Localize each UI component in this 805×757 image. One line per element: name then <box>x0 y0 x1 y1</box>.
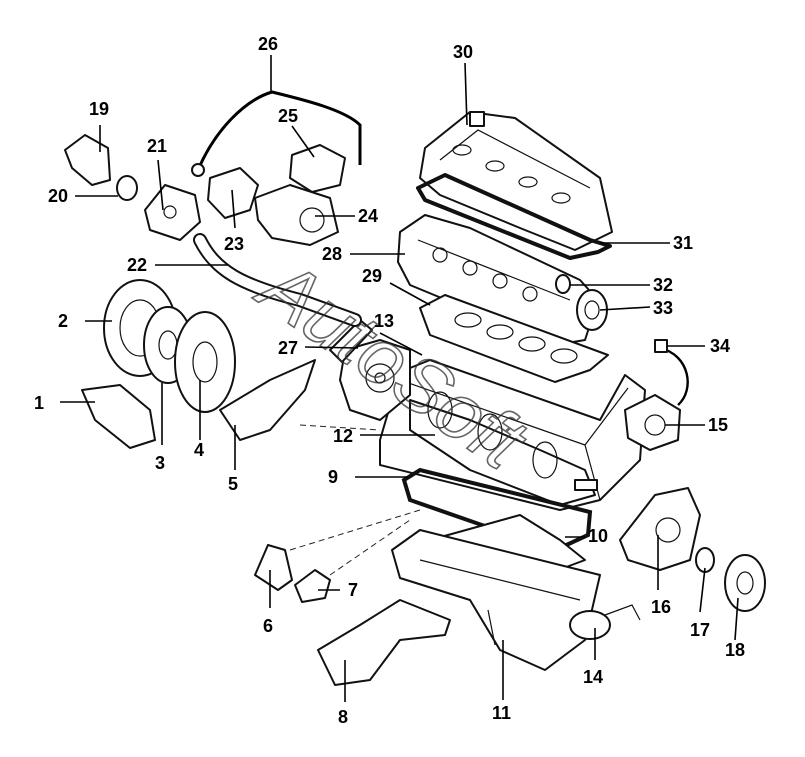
callout-30: 30 <box>453 42 473 62</box>
assembly-line <box>289 509 421 551</box>
valve-cover-gasket-part <box>416 173 612 260</box>
callout-labels: 1 2 3 4 5 6 7 8 9 10 11 12 13 14 15 16 1… <box>34 34 745 727</box>
callout-18: 18 <box>725 640 745 660</box>
oil-pan-gasket-part <box>401 467 593 551</box>
sensor-cable-part <box>659 346 689 406</box>
callout-34: 34 <box>710 336 730 356</box>
mount-bracket-part <box>254 544 293 591</box>
crankshaft-part <box>409 391 598 506</box>
callout-7: 7 <box>348 580 358 600</box>
ignition-coil-part <box>289 144 346 193</box>
sensor-part <box>654 339 668 353</box>
callout-32: 32 <box>653 275 673 295</box>
starter-motor-part <box>81 384 156 449</box>
callout-11: 11 <box>492 703 511 723</box>
throttle-body-part <box>254 184 339 246</box>
callout-9: 9 <box>328 467 338 487</box>
head-gasket-part <box>419 294 609 383</box>
callout-6: 6 <box>263 616 273 636</box>
thermostat-part <box>116 175 138 201</box>
ignition-wire-part <box>196 90 362 171</box>
engine-mount-part <box>317 599 451 686</box>
oil-pump-cover-part <box>624 394 681 451</box>
callout-16: 16 <box>651 597 671 617</box>
coolant-hose-inner <box>195 235 360 325</box>
callout-19: 19 <box>89 99 109 119</box>
callout-14: 14 <box>583 667 603 687</box>
callout-24: 24 <box>358 206 378 226</box>
water-outlet-part <box>64 134 111 186</box>
oil-pump-part <box>619 487 701 571</box>
end-plate-part <box>219 359 316 441</box>
callout-33: 33 <box>653 298 673 318</box>
camshaft-seal-part <box>555 274 571 294</box>
callout-22: 22 <box>127 255 147 275</box>
valve-cover-part <box>419 111 613 251</box>
callout-2: 2 <box>58 311 68 331</box>
callout-5: 5 <box>228 474 238 494</box>
callout-20: 20 <box>48 186 68 206</box>
leader-lines <box>60 55 739 702</box>
coolant-pipe-part <box>329 319 373 363</box>
callout-3: 3 <box>155 453 165 473</box>
callout-29: 29 <box>362 266 382 286</box>
callout-17: 17 <box>690 620 710 640</box>
assembly-line <box>329 519 411 576</box>
callout-4: 4 <box>194 440 204 460</box>
callout-21: 21 <box>147 136 167 156</box>
callout-15: 15 <box>708 415 728 435</box>
oil-pan-part <box>391 529 601 671</box>
callout-10: 10 <box>588 526 608 546</box>
assembly-line <box>299 424 381 431</box>
callout-28: 28 <box>322 244 342 264</box>
callout-12: 12 <box>333 426 353 446</box>
ignition-wire-boot <box>191 163 205 177</box>
callout-26: 26 <box>258 34 278 54</box>
water-pump-part <box>339 339 411 421</box>
callout-8: 8 <box>338 707 348 727</box>
callout-31: 31 <box>673 233 693 253</box>
callout-25: 25 <box>278 106 298 126</box>
thermostat-housing-part <box>144 184 201 241</box>
callout-1: 1 <box>34 393 44 413</box>
callout-23: 23 <box>224 234 244 254</box>
mount-bracket-small-part <box>294 569 331 603</box>
crankshaft-pulley-part <box>724 554 766 612</box>
flywheel-part <box>174 311 236 413</box>
callout-13: 13 <box>374 311 394 331</box>
callout-27: 27 <box>278 338 298 358</box>
oil-strainer-part <box>569 604 641 640</box>
